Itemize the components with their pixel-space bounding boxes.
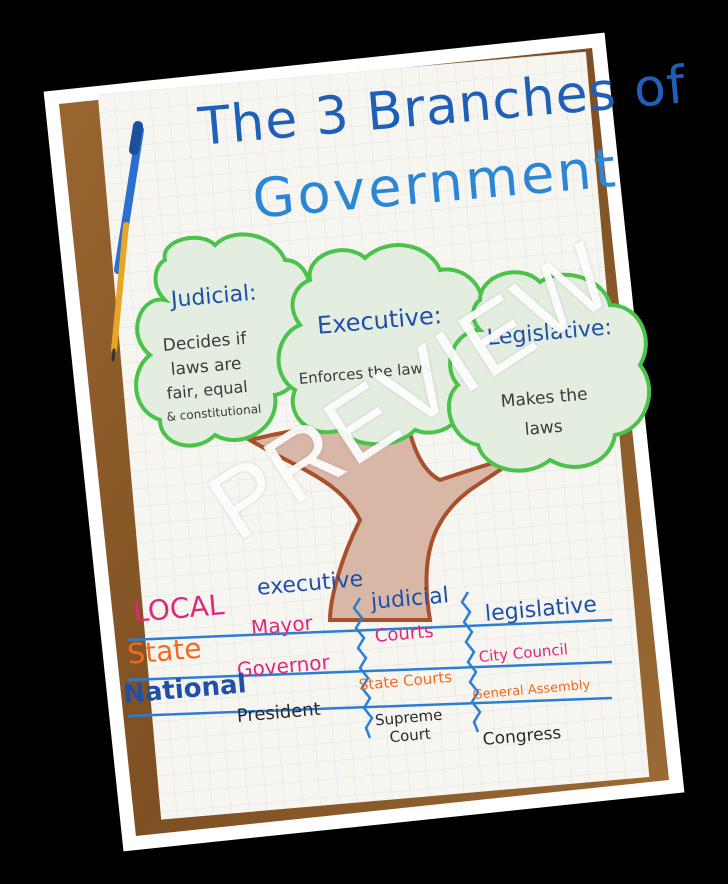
pencil-icon (111, 222, 129, 362)
legislative-desc-2: laws (524, 416, 564, 440)
judicial-crown (134, 232, 313, 448)
row-state-level: State (126, 631, 203, 671)
legislative-crown (447, 270, 651, 473)
row-national-judicial: Supreme Court (374, 705, 444, 747)
table-lines (127, 591, 613, 739)
